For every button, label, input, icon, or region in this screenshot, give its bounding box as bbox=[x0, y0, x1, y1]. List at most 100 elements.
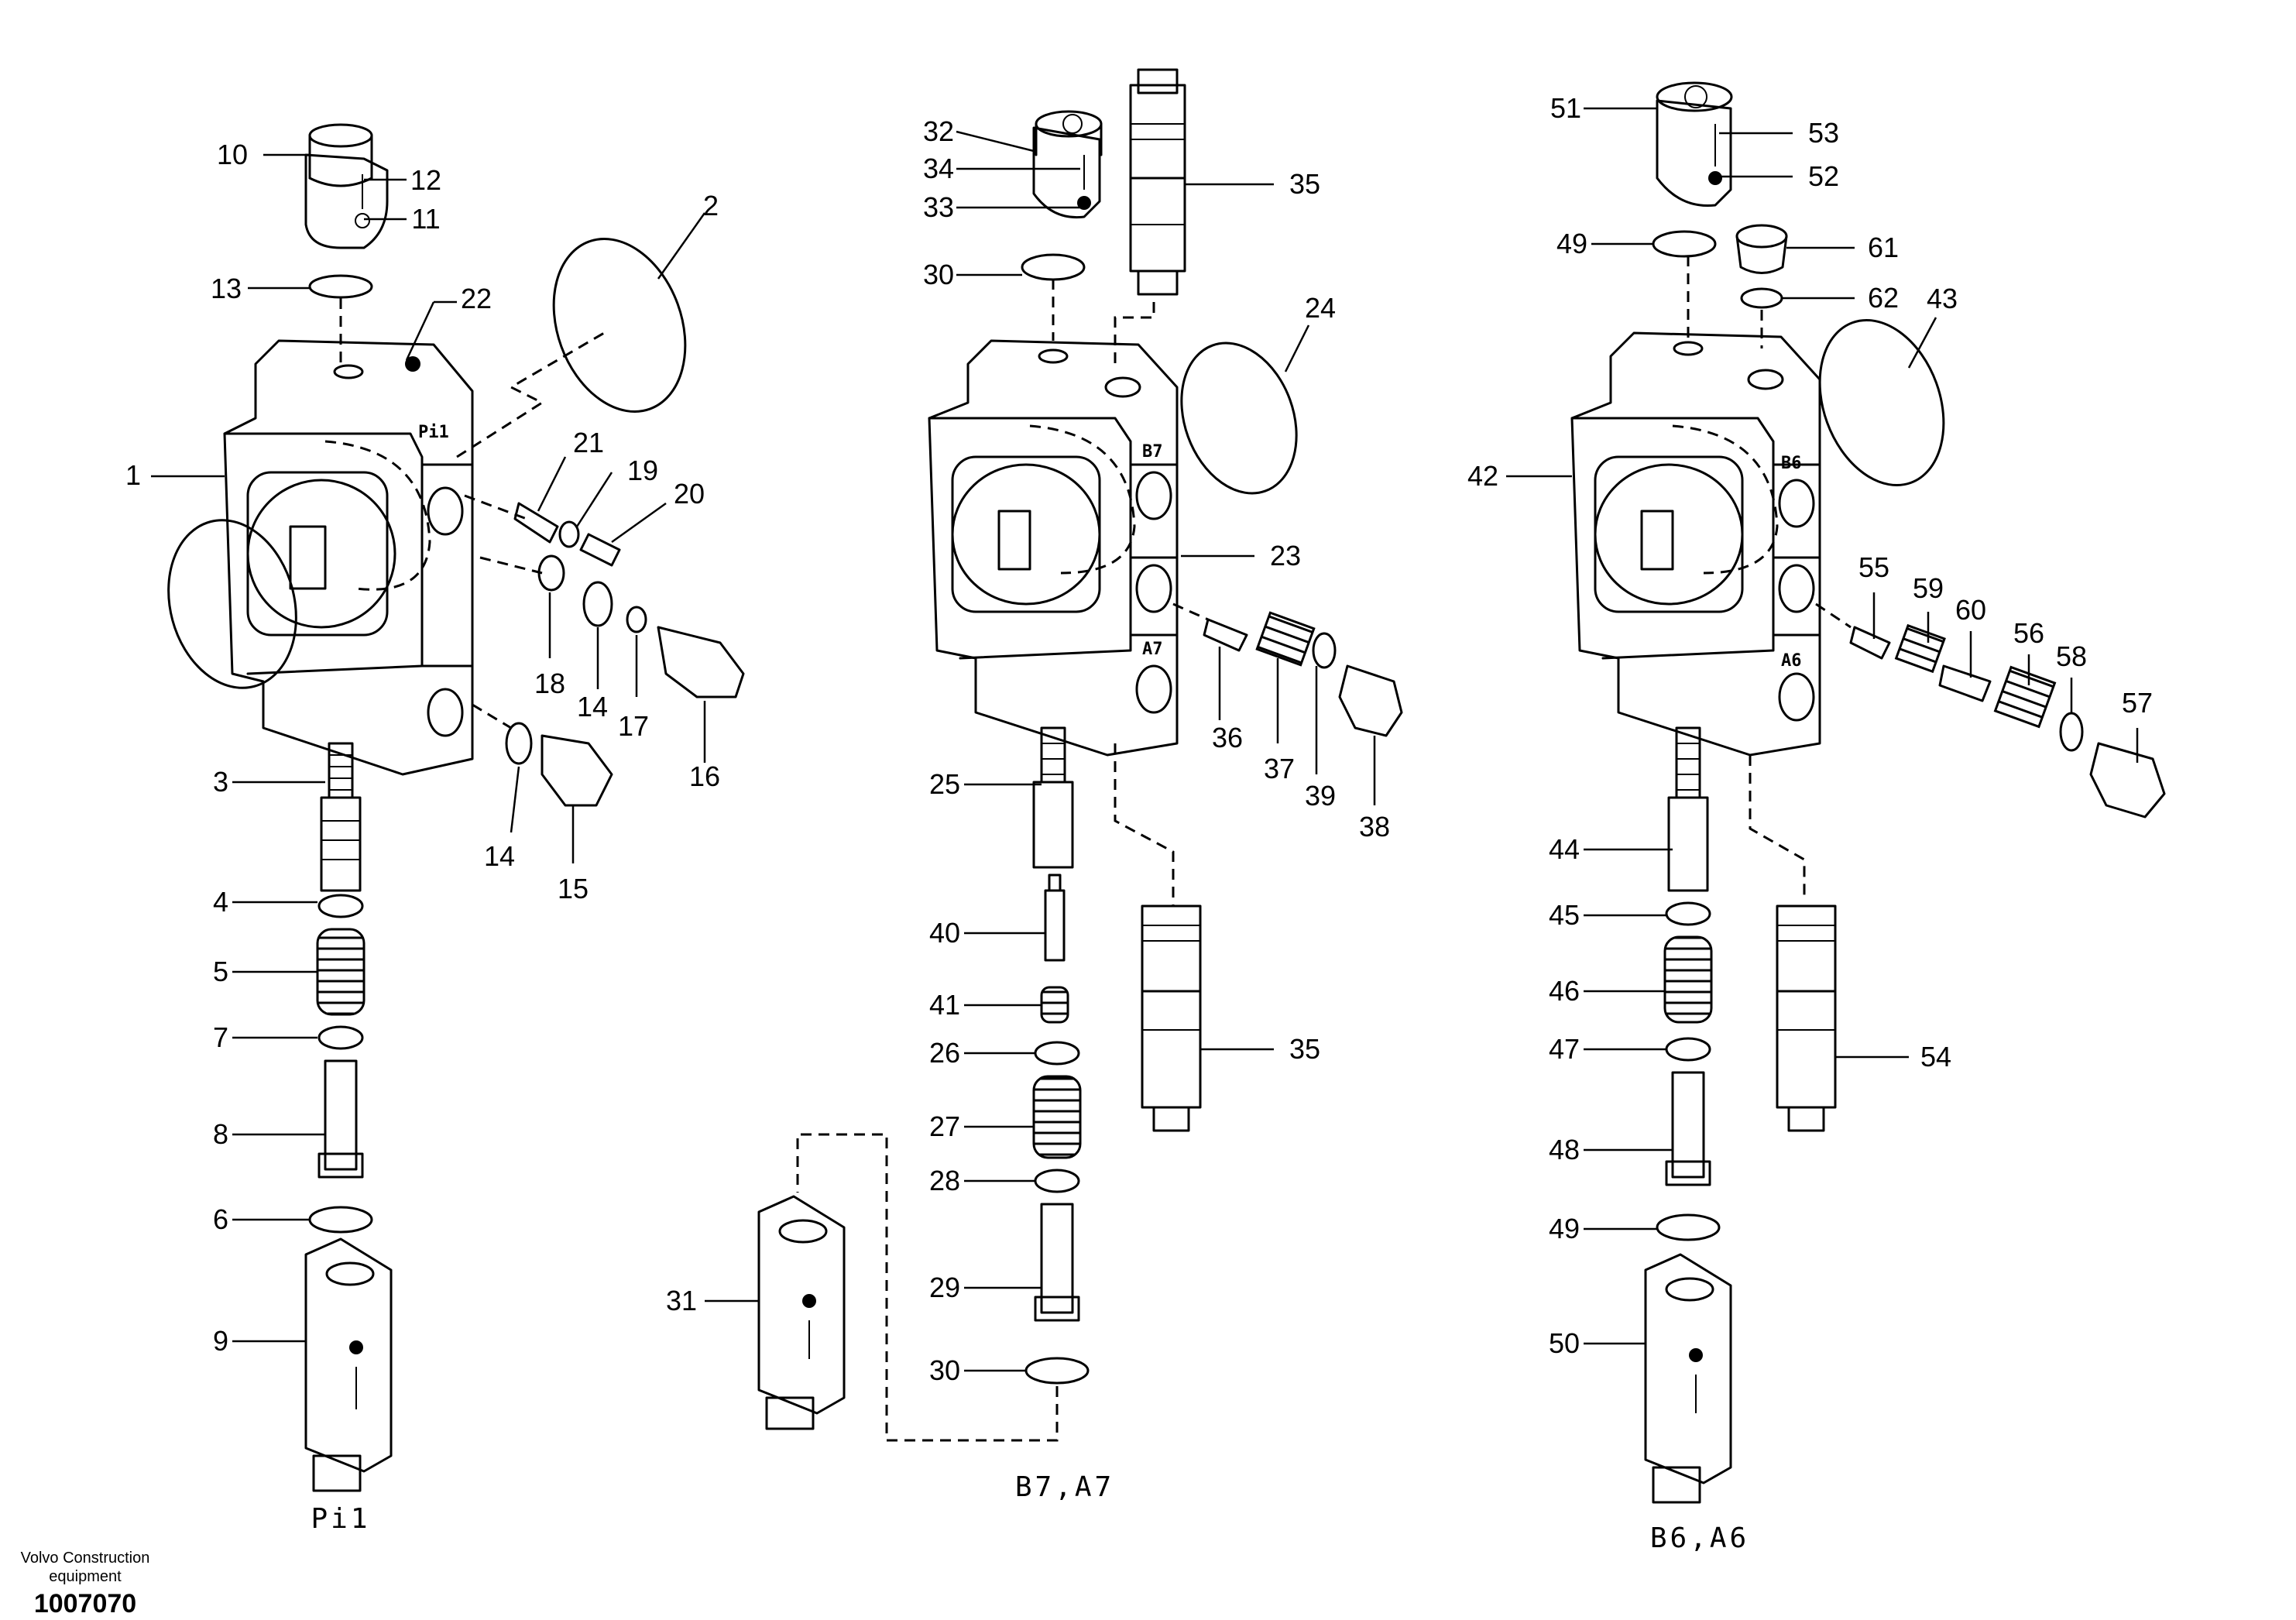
callout-57: 57 bbox=[2122, 687, 2153, 719]
spool-25 bbox=[1032, 726, 1074, 869]
o-ring-13 bbox=[308, 274, 373, 299]
port-mark-pi1: Pi1 bbox=[418, 423, 449, 442]
callout-29: 29 bbox=[929, 1272, 960, 1303]
callout-18: 18 bbox=[534, 668, 565, 699]
callout-34: 34 bbox=[923, 153, 954, 184]
callout-32: 32 bbox=[923, 115, 954, 147]
callout-17: 17 bbox=[618, 710, 649, 742]
callout-35-lower: 35 bbox=[1289, 1033, 1320, 1065]
callout-49-upper: 49 bbox=[1556, 228, 1587, 259]
callout-56: 56 bbox=[2013, 617, 2044, 649]
cap-part-51 bbox=[1656, 81, 1733, 208]
callout-12: 12 bbox=[410, 164, 441, 196]
callout-27: 27 bbox=[929, 1110, 960, 1142]
callout-58: 58 bbox=[2056, 640, 2087, 672]
callout-23: 23 bbox=[1270, 540, 1301, 571]
middle-section-assembly: B7 A7 bbox=[757, 68, 1403, 1442]
side-parts-middle bbox=[1172, 602, 1403, 737]
caption-b6-a6: B6,A6 bbox=[1650, 1522, 1749, 1554]
spring-seat-7 bbox=[317, 1025, 364, 1050]
o-ring-49-bottom bbox=[1656, 1213, 1721, 1241]
valve-body-42 bbox=[1570, 331, 1821, 757]
callout-30-upper: 30 bbox=[923, 259, 954, 290]
callout-48: 48 bbox=[1549, 1134, 1580, 1165]
callout-41: 41 bbox=[929, 989, 960, 1021]
callout-20: 20 bbox=[674, 478, 705, 510]
side-parts-left bbox=[464, 494, 745, 807]
callout-61: 61 bbox=[1868, 232, 1899, 263]
o-ring-6 bbox=[308, 1206, 373, 1234]
cover-31 bbox=[757, 1195, 846, 1430]
callout-42: 42 bbox=[1467, 460, 1498, 492]
callout-19: 19 bbox=[627, 455, 658, 486]
callout-13: 13 bbox=[211, 273, 242, 304]
callout-11: 11 bbox=[411, 203, 440, 235]
callout-numbers: 10 12 11 13 22 2 1 21 19 20 18 14 17 16 … bbox=[125, 92, 2153, 1386]
cap-part-10 bbox=[304, 123, 389, 249]
callout-46: 46 bbox=[1549, 975, 1580, 1007]
spool-44 bbox=[1667, 726, 1709, 892]
callout-7: 7 bbox=[213, 1021, 228, 1053]
callout-6: 6 bbox=[213, 1203, 228, 1235]
callout-55: 55 bbox=[1858, 551, 1889, 583]
callout-60: 60 bbox=[1955, 594, 1986, 626]
callout-10: 10 bbox=[217, 139, 248, 170]
spring-27 bbox=[1032, 1075, 1082, 1159]
callout-52: 52 bbox=[1808, 160, 1839, 192]
callout-37: 37 bbox=[1264, 753, 1295, 784]
callout-36: 36 bbox=[1212, 722, 1243, 753]
cover-9 bbox=[304, 1237, 393, 1492]
spring-seat-47 bbox=[1665, 1037, 1711, 1062]
brand-line-1: Volvo Construction bbox=[20, 1550, 150, 1567]
callout-43: 43 bbox=[1927, 283, 1958, 314]
callout-45: 45 bbox=[1549, 899, 1580, 931]
right-section-assembly: B6 A6 bbox=[1570, 81, 2166, 1504]
callout-2: 2 bbox=[703, 190, 719, 221]
caption-pi1: Pi1 bbox=[311, 1503, 370, 1535]
callout-44: 44 bbox=[1549, 833, 1580, 865]
spring-seat-26 bbox=[1034, 1041, 1080, 1066]
callout-3: 3 bbox=[213, 766, 228, 798]
callout-47: 47 bbox=[1549, 1033, 1580, 1065]
stopper-48 bbox=[1665, 1071, 1711, 1186]
pin-40 bbox=[1044, 873, 1066, 962]
callout-38: 38 bbox=[1359, 811, 1390, 843]
o-ring-30-bottom bbox=[1024, 1357, 1090, 1385]
callout-15: 15 bbox=[558, 873, 589, 904]
callout-30-lower: 30 bbox=[929, 1354, 960, 1386]
callout-51: 51 bbox=[1550, 92, 1581, 124]
spring-seat-45 bbox=[1665, 901, 1711, 926]
spring-seat-28 bbox=[1034, 1169, 1080, 1193]
callout-28: 28 bbox=[929, 1165, 960, 1196]
callout-54: 54 bbox=[1920, 1041, 1951, 1073]
spring-41 bbox=[1040, 986, 1069, 1024]
leader-lines bbox=[151, 107, 2139, 1372]
callout-14-lower: 14 bbox=[484, 840, 515, 872]
relief-valve-54 bbox=[1776, 904, 1837, 1132]
cover-50 bbox=[1644, 1253, 1732, 1504]
callout-4: 4 bbox=[213, 886, 228, 918]
spring-5 bbox=[316, 928, 366, 1016]
callout-5: 5 bbox=[213, 956, 228, 987]
callout-35-upper: 35 bbox=[1289, 168, 1320, 200]
brand-line-2: equipment bbox=[49, 1568, 122, 1585]
o-ring-2 bbox=[552, 238, 687, 413]
callout-31: 31 bbox=[666, 1285, 697, 1316]
callout-16: 16 bbox=[689, 760, 720, 792]
spool-3 bbox=[320, 742, 362, 892]
o-ring-43 bbox=[1818, 318, 1945, 487]
o-ring-49-top bbox=[1652, 230, 1717, 258]
callout-8: 8 bbox=[213, 1118, 228, 1150]
callout-9: 9 bbox=[213, 1325, 228, 1357]
callout-49-lower: 49 bbox=[1549, 1213, 1580, 1244]
port-mark-a6: A6 bbox=[1781, 651, 1802, 671]
callout-40: 40 bbox=[929, 917, 960, 949]
relief-valve-35-bottom bbox=[1141, 904, 1202, 1132]
stopper-29 bbox=[1034, 1203, 1080, 1322]
callout-14-upper: 14 bbox=[577, 691, 608, 722]
callout-39: 39 bbox=[1305, 780, 1336, 812]
valve-body-23 bbox=[928, 339, 1179, 757]
section-captions: Pi1 B7,A7 B6,A6 bbox=[311, 1471, 1749, 1554]
o-ring-30-top bbox=[1021, 253, 1086, 281]
